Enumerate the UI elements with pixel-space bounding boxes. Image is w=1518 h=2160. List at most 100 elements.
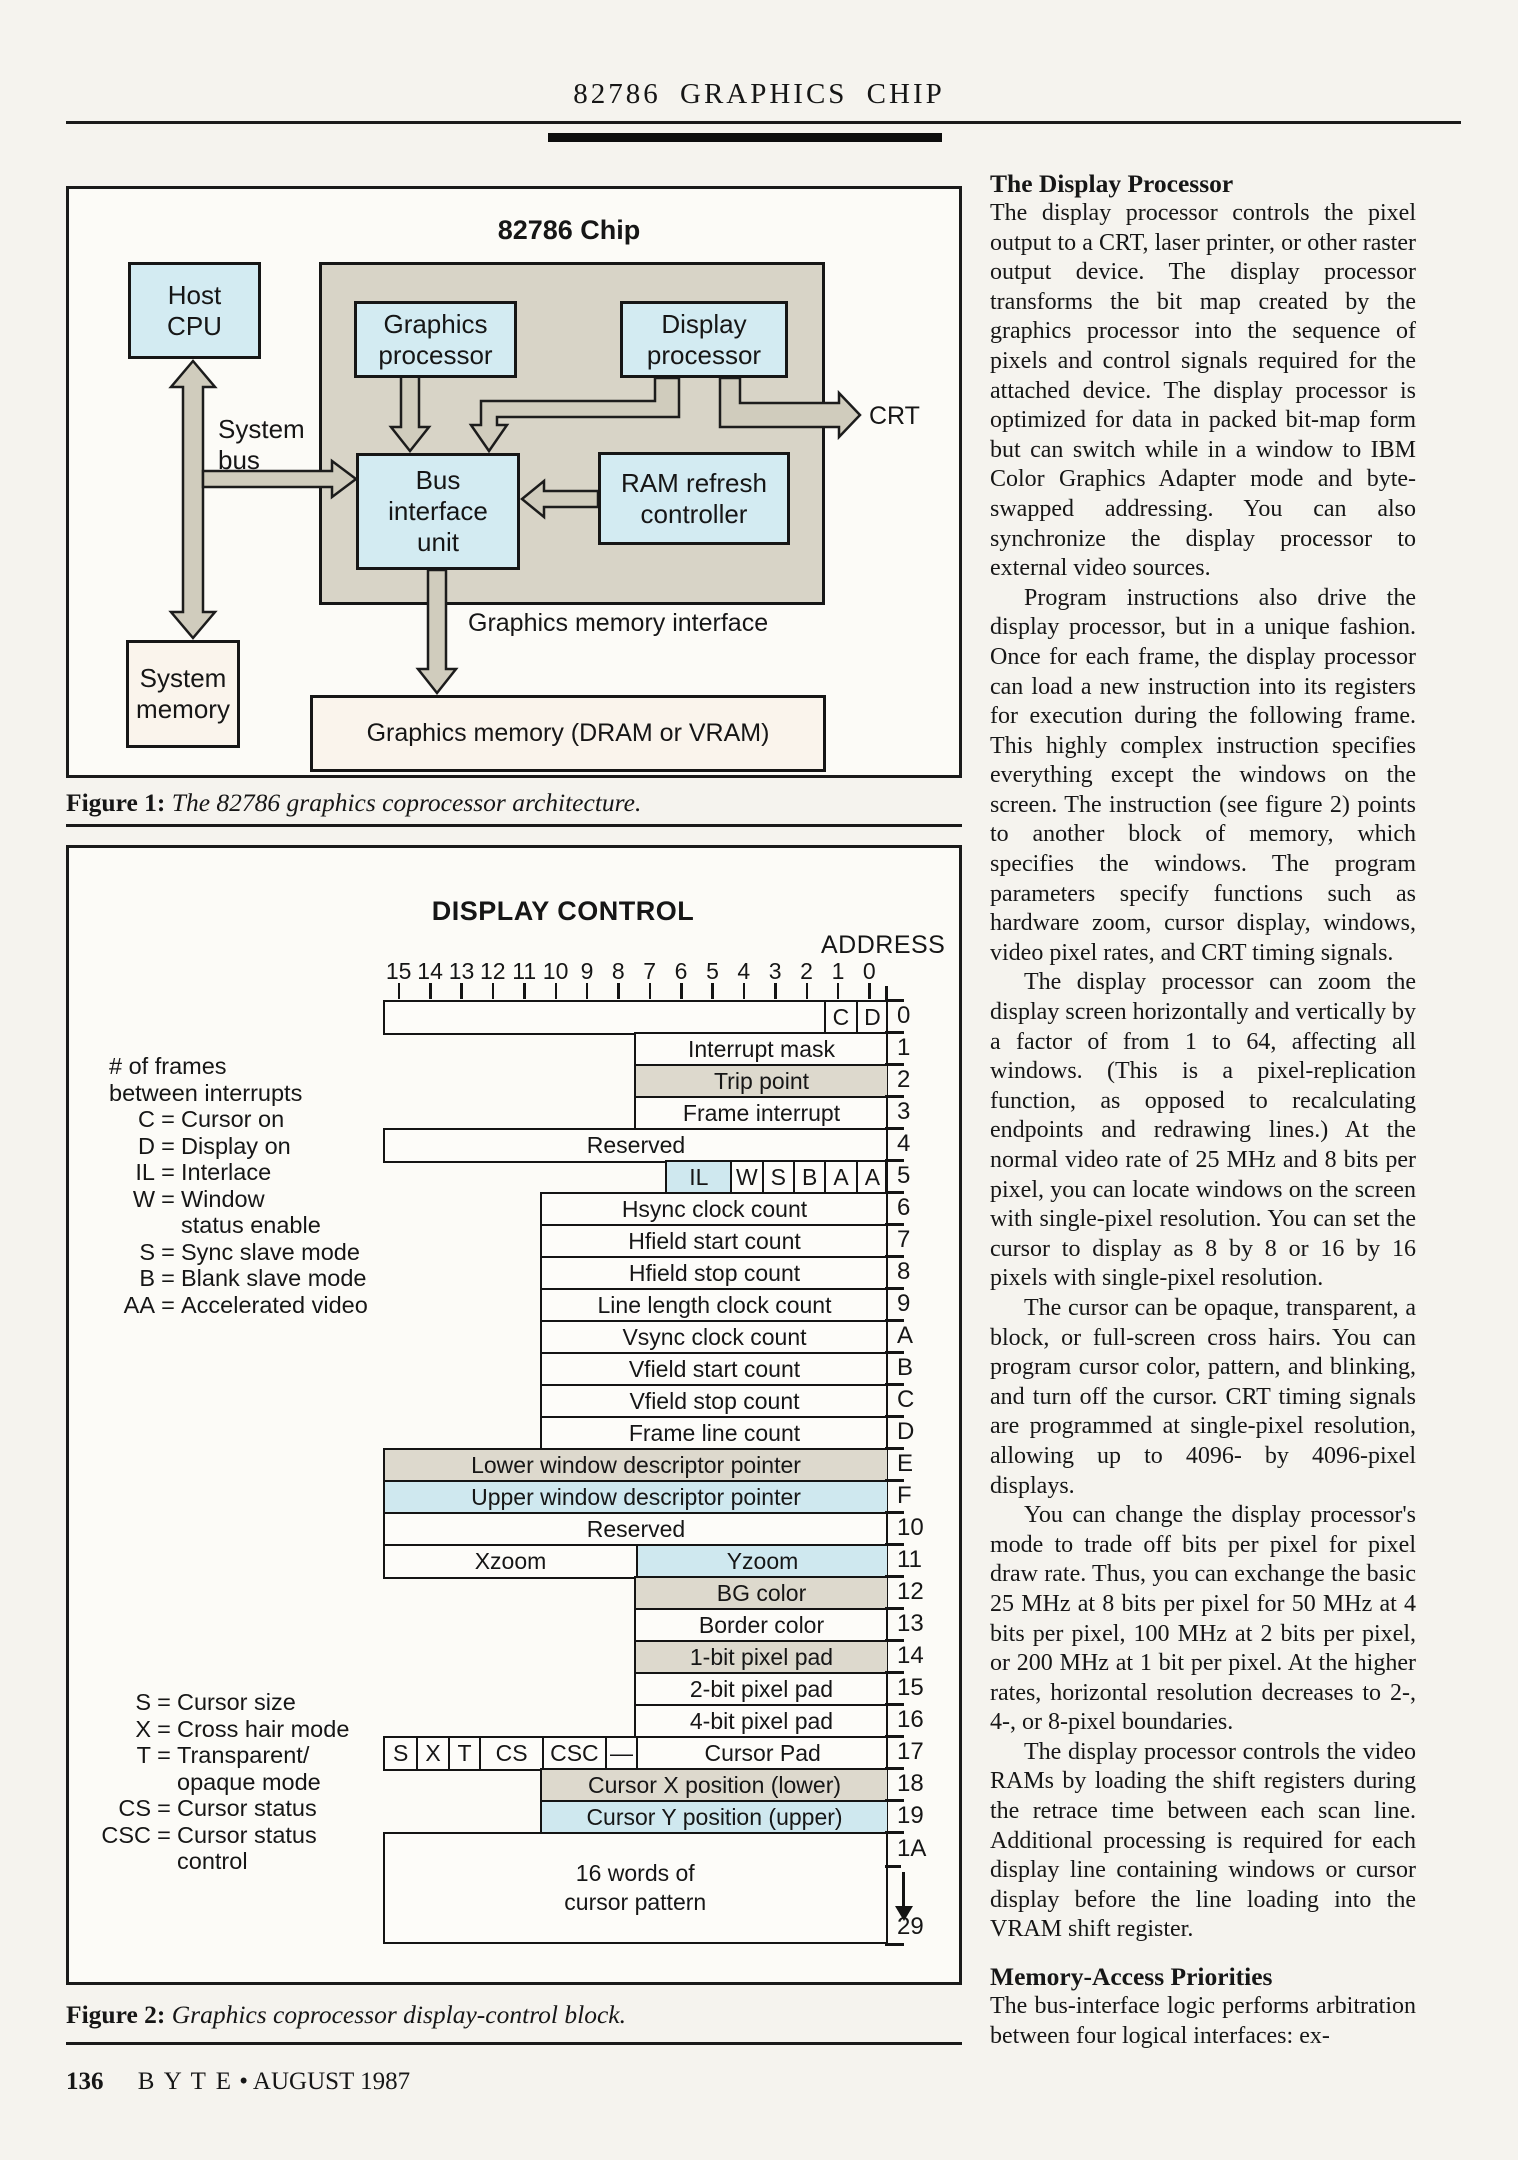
bit-number: 9 [580, 958, 594, 984]
register-cell: Reserved [586, 1515, 686, 1542]
register-row: Cursor X position (lower) [540, 1768, 888, 1803]
address-label: 10 [897, 1514, 924, 1541]
bit-number: 4 [737, 958, 751, 984]
register-cell: Yzoom [636, 1546, 887, 1577]
bit-tick [460, 983, 463, 999]
register-cell: W [730, 1162, 761, 1193]
legend-text: Interlace [181, 1159, 272, 1185]
figure1-frame: 82786 Chip Host CPU Graphics processor D… [66, 186, 962, 778]
page-number: 136 [66, 2068, 104, 2095]
display-processor-box: Display processor [620, 301, 788, 378]
address-tick [885, 1031, 904, 1034]
register-row: Line length clock count [540, 1288, 888, 1323]
legend-equals [155, 1212, 181, 1239]
figure1-caption-text: The 82786 graphics coprocessor architect… [171, 788, 642, 817]
legend-equals: = [161, 1265, 175, 1291]
page-header: 82786 GRAPHICS CHIP [573, 78, 945, 110]
legend-key: CSC [101, 1821, 151, 1848]
address-tick [885, 1735, 904, 1738]
address-tick [885, 1127, 904, 1130]
address-tick [885, 1223, 904, 1226]
legend-line: B=Blank slave mode [109, 1265, 368, 1292]
address-tick [885, 1831, 904, 1834]
system-bus-line2: bus [218, 445, 260, 475]
legend-text: Cursor status [177, 1821, 317, 1848]
host-cpu-label-line2: CPU [167, 310, 222, 341]
bus-interface-unit-box: Bus interface unit [356, 453, 520, 570]
address-tick [885, 1865, 901, 1868]
down-arrow-icon [894, 1906, 913, 1921]
bit-tick [836, 983, 840, 999]
legend-text: Cursor status [177, 1795, 317, 1821]
legend-text: Sync slave mode [181, 1238, 360, 1265]
address-label: 7 [897, 1226, 911, 1253]
graphics-memory-label: Graphics memory (DRAM or VRAM) [366, 719, 770, 747]
address-tick [885, 1159, 904, 1162]
register-cell: — [604, 1738, 636, 1769]
register-row: Reserved [383, 1512, 888, 1547]
register-row: Border color [634, 1608, 888, 1643]
figure1-caption-label: Figure 1: [66, 788, 166, 817]
address-label: 15 [897, 1674, 924, 1701]
system-bus-line1: System [218, 414, 305, 444]
legend-key: S [139, 1238, 155, 1265]
legend-text: between interrupts [109, 1079, 303, 1106]
address-tick [885, 1063, 904, 1066]
article-paragraph: The display processor controls the video… [990, 1738, 1416, 1943]
address-tick [885, 1095, 904, 1098]
bit-tick [397, 983, 401, 999]
register-cell: Xzoom [474, 1547, 547, 1574]
system-bus-label: System bus [218, 414, 305, 476]
article-paragraph: The cursor can be opaque, transparent, a… [990, 1294, 1416, 1499]
address-heading: ADDRESS [821, 931, 946, 959]
ram-refresh-to-bus-arrow [520, 478, 600, 520]
system-memory-box: System memory [126, 640, 240, 748]
legend-text: Display on [181, 1132, 291, 1159]
magazine-name: B Y T E [137, 2068, 234, 2095]
register-row: Vfield start count [540, 1352, 888, 1387]
legend-line: AA=Accelerated video [109, 1292, 368, 1319]
graphics-memory-box: Graphics memory (DRAM or VRAM) [310, 695, 826, 772]
legend-line: S=Cursor size [85, 1689, 349, 1716]
address-label: 8 [897, 1258, 911, 1285]
legend-line: opaque mode [85, 1769, 349, 1796]
system-bus-branch-arrow [201, 458, 359, 500]
bit-tick [805, 983, 809, 999]
address-label: C [897, 1386, 915, 1413]
legend-key: D [138, 1132, 155, 1159]
display-processor-to-bus-arrow [468, 376, 681, 454]
address-tick [885, 1511, 904, 1514]
register-cell: T [447, 1738, 479, 1769]
register-row: Reserved [383, 1128, 888, 1163]
crt-label: CRT [869, 402, 920, 430]
address-label: F [897, 1482, 912, 1509]
legend-equals: = [161, 1291, 175, 1318]
register-row: Frame line count [540, 1416, 888, 1451]
address-label: 13 [897, 1610, 924, 1637]
system-bus-arrow [168, 359, 218, 640]
register-cell: CS [479, 1738, 542, 1769]
footer-bullet: • [239, 2068, 249, 2095]
graphics-processor-line2: processor [378, 339, 493, 370]
register-row: 2-bit pixel pad [634, 1672, 888, 1707]
graphics-processor-line1: Graphics [383, 308, 488, 339]
legend-equals: = [157, 1821, 171, 1848]
bit-number: 1 [831, 958, 845, 984]
figure2-diagram-title: DISPLAY CONTROL [431, 896, 695, 926]
address-tick [885, 1671, 904, 1674]
register-cell: IL [667, 1162, 731, 1193]
bit-number: 15 [385, 958, 412, 984]
register-row: Lower window descriptor pointer [383, 1448, 888, 1483]
bit-number: 14 [417, 958, 443, 984]
bit-number: 3 [768, 958, 782, 984]
legend-equals [151, 1848, 177, 1875]
system-memory-line1: System [139, 663, 227, 693]
legend-text: status enable [181, 1212, 321, 1238]
address-label: E [897, 1450, 914, 1477]
address-label: 29 [897, 1913, 924, 1940]
legend-line: # of frames [109, 1053, 368, 1080]
